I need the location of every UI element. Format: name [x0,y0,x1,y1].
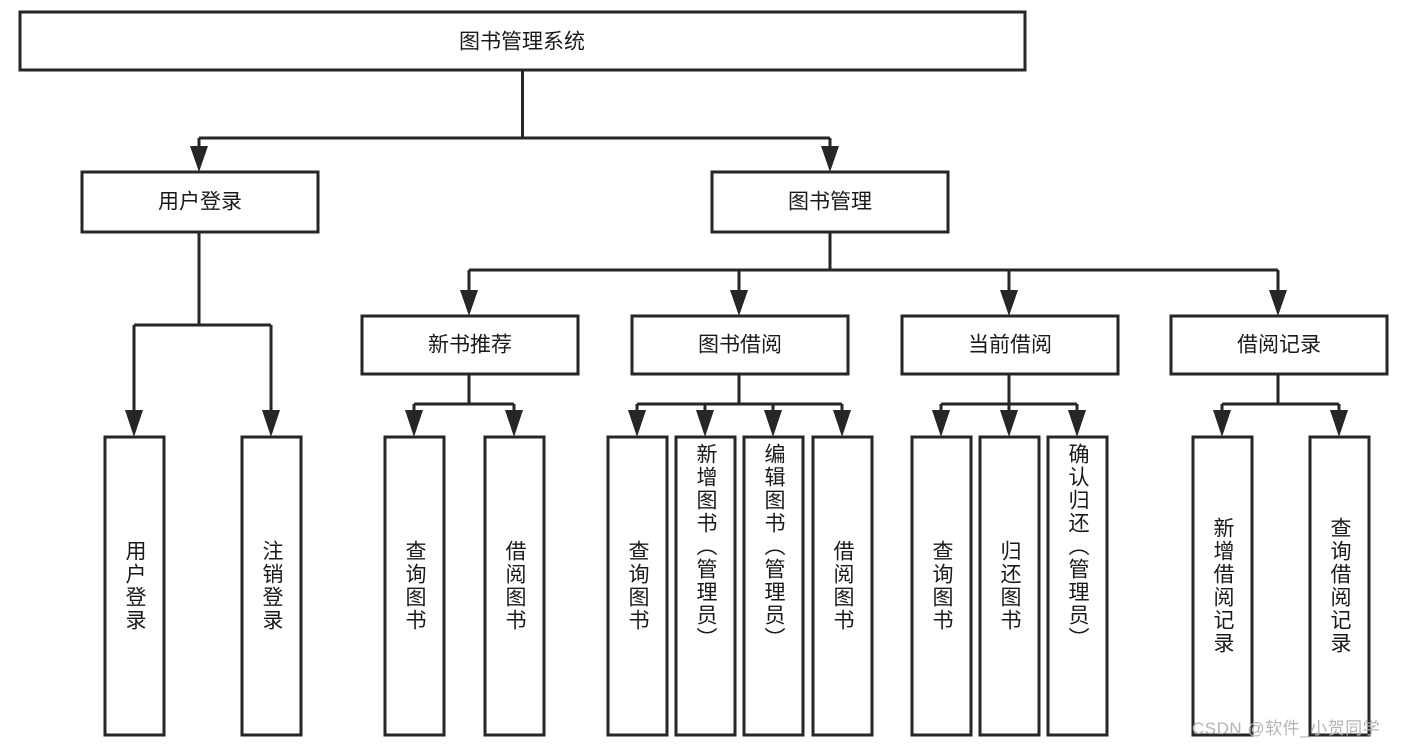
node-leaf-add-book-box[interactable] [674,435,737,737]
arrow-head-leaf-return-book [1000,410,1018,437]
node-box-group: 图书管理系统 用户登录 图书管理 新书推荐 图书借阅 当前借阅 借阅记录 [18,10,1389,737]
arrow-head-leaf-query-book-b [628,410,646,437]
arrow-head-user-login [190,146,208,172]
arrow-head-current-borrow [1000,290,1018,316]
node-leaf-add-record-box[interactable] [1191,435,1254,737]
arrow-head-leaf-confirm-return [1068,410,1086,437]
node-leaf-edit-book-box[interactable] [742,435,805,737]
node-current-borrow-label: 当前借阅 [968,334,1052,357]
arrow-head-borrow-record [1269,290,1287,316]
node-user-login-box[interactable] [80,170,320,234]
arrow-head-leaf-edit-book [764,410,782,437]
node-book-borrow-label: 图书借阅 [698,334,782,357]
arrow-head-leaf-query-record [1330,410,1348,437]
arrow-head-leaf-query-book-a [405,410,423,437]
node-book-manage-label: 图书管理 [788,191,872,214]
node-new-book-rec-box[interactable] [360,314,580,376]
node-leaf-borrow-book-a-box[interactable] [483,435,546,737]
arrow-head-leaf-query-book-c [932,410,950,437]
node-current-borrow-box[interactable] [900,314,1120,376]
arrow-head-book-manage [821,146,839,172]
node-leaf-query-book-a-box[interactable] [383,435,446,737]
node-root-label: 图书管理系统 [459,31,585,54]
node-leaf-borrow-book-b-box[interactable] [811,435,874,737]
arrow-head-leaf-add-book [696,410,714,437]
node-leaf-confirm-return-box[interactable] [1046,435,1109,737]
arrow-head-new-book-rec [460,290,478,316]
node-borrow-record-label: 借阅记录 [1237,334,1321,357]
node-leaf-logout-box[interactable] [240,435,303,737]
connector-group [125,70,1348,437]
arrow-head-leaf-logout [262,410,280,437]
node-book-manage-box[interactable] [710,170,950,234]
node-root-box[interactable] [18,10,1027,72]
watermark-text: CSDN @软件_小贺同学 [1192,719,1381,738]
arrow-head-leaf-user-login [125,410,143,437]
node-user-login-label: 用户登录 [158,191,242,214]
node-leaf-query-book-c-box[interactable] [910,435,973,737]
node-leaf-user-login-box[interactable] [103,435,166,737]
arrow-head-leaf-borrow-book-a [505,410,523,437]
arrow-head-book-borrow [730,290,748,316]
node-borrow-record-box[interactable] [1169,314,1389,376]
node-leaf-query-record-box[interactable] [1308,435,1371,737]
node-book-borrow-box[interactable] [630,314,850,376]
arrow-head-leaf-add-record [1213,410,1231,437]
node-leaf-return-book-box[interactable] [978,435,1041,737]
arrow-head-leaf-borrow-book-b [833,410,851,437]
node-leaf-query-book-b-box[interactable] [606,435,669,737]
node-new-book-rec-label: 新书推荐 [428,334,512,357]
